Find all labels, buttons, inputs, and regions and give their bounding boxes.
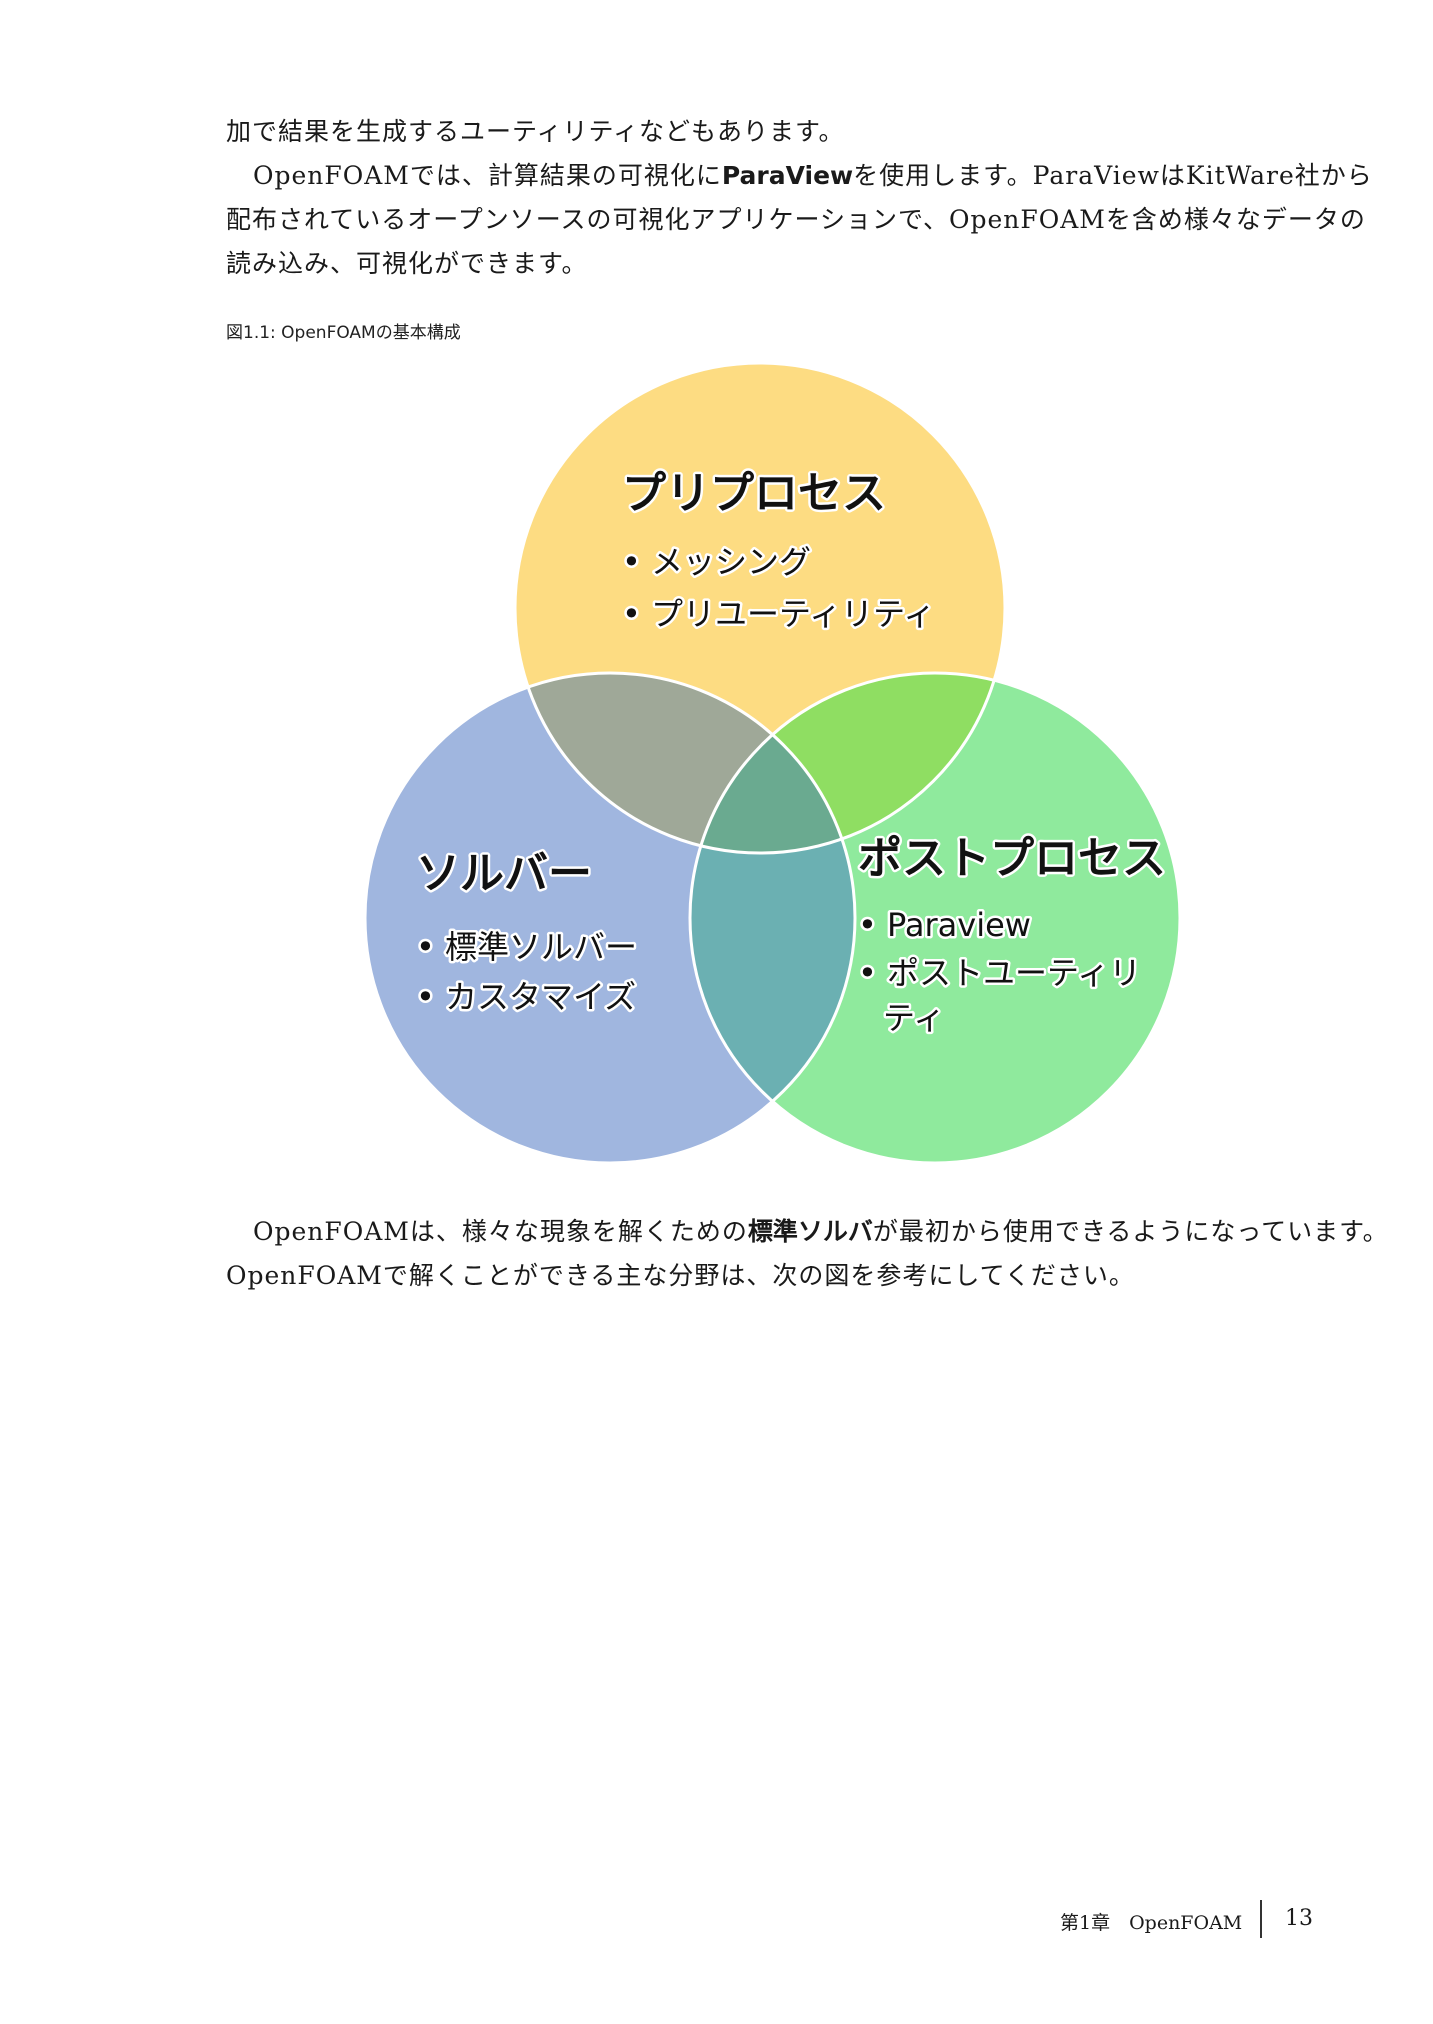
preprocess-item-2: • プリユーティリティ [622, 595, 935, 633]
intro-paragraph: 加で結果を生成するユーティリティなどもあります。 OpenFOAMでは、計算結果… [226, 110, 1372, 286]
intro-line-3: 配布されているオープンソースの可視化アプリケーションで、OpenFOAMを含め様… [226, 205, 1366, 234]
intro-line-4: 読み込み、可視化ができます。 [226, 249, 588, 278]
footer-divider [1260, 1900, 1262, 1938]
postprocess-item-2: • ポストユーティリ [858, 954, 1141, 992]
solver-outline [363, 671, 857, 1165]
after-line-1-text-b: が最初から使用できるようになっています。 [872, 1217, 1389, 1246]
solver-title: ソルバー [416, 848, 592, 899]
after-line-1-text-a: OpenFOAMは、様々な現象を解くための [253, 1217, 748, 1246]
after-line-2: OpenFOAMで解くことができる主な分野は、次の図を参考にしてください。 [226, 1261, 1135, 1290]
overlap-all [690, 673, 855, 853]
postprocess-item-1: • Paraview [858, 906, 1031, 944]
after-paragraph: OpenFOAMは、様々な現象を解くための標準ソルバが最初から使用できるようにな… [226, 1210, 1388, 1298]
postprocess-outline [688, 671, 1182, 1165]
venn-svg: プリプロセス • メッシング • プリユーティリティ ソルバー • 標準ソルバー… [363, 361, 1182, 1165]
preprocess-item-1: • メッシング [622, 543, 811, 581]
intro-line-1: 加で結果を生成するユーティリティなどもあります。 [226, 117, 845, 146]
preprocess-outline [513, 361, 1007, 855]
intro-line-2: OpenFOAMでは、計算結果の可視化にParaViewを使用します。ParaV… [226, 154, 1372, 198]
footer-chapter: 第1章 OpenFOAM [1060, 1912, 1243, 1934]
paraview-term: ParaView [721, 161, 854, 190]
page-number: 13 [1285, 1906, 1313, 1931]
postprocess-item-2-cont: ティ [883, 999, 945, 1037]
page-footer: 第1章 OpenFOAM 13 [1060, 1900, 1320, 1940]
figure-caption: 図1.1: OpenFOAMの基本構成 [226, 323, 461, 343]
solver-item-2: • カスタマイズ [416, 978, 636, 1016]
postprocess-title: ポストプロセス [858, 833, 1166, 884]
intro-line-2-text-b: を使用します。ParaViewはKitWare社から [853, 161, 1373, 190]
preprocess-title: プリプロセス [622, 468, 886, 519]
after-line-1: OpenFOAMは、様々な現象を解くための標準ソルバが最初から使用できるようにな… [226, 1210, 1388, 1254]
standard-solver-term: 標準ソルバ [747, 1217, 873, 1246]
venn-diagram: プリプロセス • メッシング • プリユーティリティ ソルバー • 標準ソルバー… [340, 358, 1200, 1178]
solver-item-1: • 標準ソルバー [416, 928, 637, 966]
intro-line-2-text-a: OpenFOAMでは、計算結果の可視化に [253, 161, 722, 190]
